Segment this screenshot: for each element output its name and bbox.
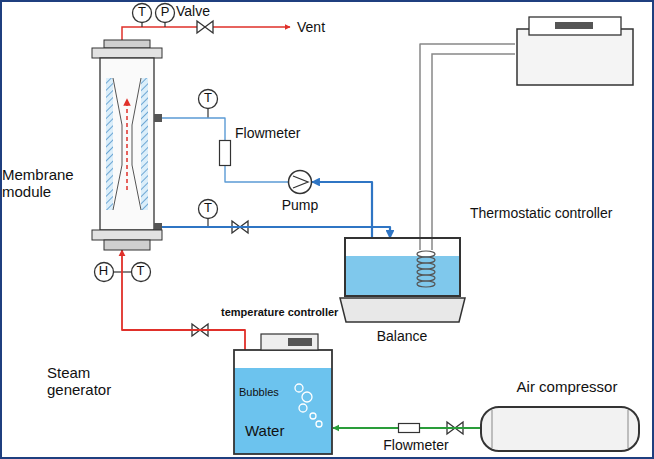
thermometer-gauge: T <box>198 89 218 109</box>
flowmeter: Flowmeter <box>398 423 420 433</box>
thermometer-gauge: T <box>132 3 152 23</box>
node-label: T <box>131 264 150 279</box>
thermometer-gauge: T <box>131 262 150 281</box>
pump-shape <box>288 170 312 194</box>
node-label: temperature controller <box>221 306 351 319</box>
pump: Pump <box>288 170 312 194</box>
membrane-module-shape <box>92 40 162 250</box>
membrane-module: Membrane module <box>92 40 162 250</box>
node-label: T <box>198 91 218 106</box>
steam-generator-shape <box>233 350 333 455</box>
pipe-connector <box>312 182 372 238</box>
node-label: T <box>198 201 218 216</box>
balance: Balance <box>340 238 465 324</box>
node-label: Bubbles <box>239 386 293 399</box>
node-label: Flowmeter <box>376 437 456 453</box>
thermostatic-controller-shape <box>515 15 635 87</box>
node-label: Air compressor <box>502 378 632 395</box>
node-label: Flowmeter <box>235 125 315 141</box>
air-compressor-shape <box>480 406 640 452</box>
node-label: P <box>155 5 175 20</box>
balance-shape <box>340 238 465 324</box>
pipe-connector <box>122 250 245 350</box>
flowmeter-shape <box>398 423 420 433</box>
thermostatic-controller: Thermostatic controller <box>515 15 635 87</box>
node-label: Steam generator <box>47 364 125 399</box>
valve-label: Valve <box>176 3 226 19</box>
steam-generator: temperature controllerBubblesWaterSteam … <box>233 350 333 455</box>
node-label: Pump <box>270 197 330 213</box>
humidity-gauge: H <box>94 262 113 281</box>
air-compressor: Air compressor <box>480 406 640 452</box>
node-label: Thermostatic controller <box>470 205 652 221</box>
node-label: H <box>94 264 113 279</box>
thermometer-gauge: T <box>198 199 218 219</box>
flowmeter: Flowmeter <box>219 140 231 166</box>
node-label: Membrane module <box>2 166 86 201</box>
pressure-gauge: P <box>155 3 175 23</box>
pipe-connector <box>162 227 390 238</box>
node-label: T <box>132 5 152 20</box>
pipe-connector <box>333 427 398 429</box>
pipe-connector <box>420 427 480 429</box>
node-label: Water <box>245 422 305 439</box>
node-label: Balance <box>362 328 442 344</box>
vent-label: Vent <box>297 19 347 35</box>
flowmeter-shape <box>219 140 231 166</box>
pipe-connector <box>225 166 288 182</box>
pipe-connector <box>162 118 225 140</box>
